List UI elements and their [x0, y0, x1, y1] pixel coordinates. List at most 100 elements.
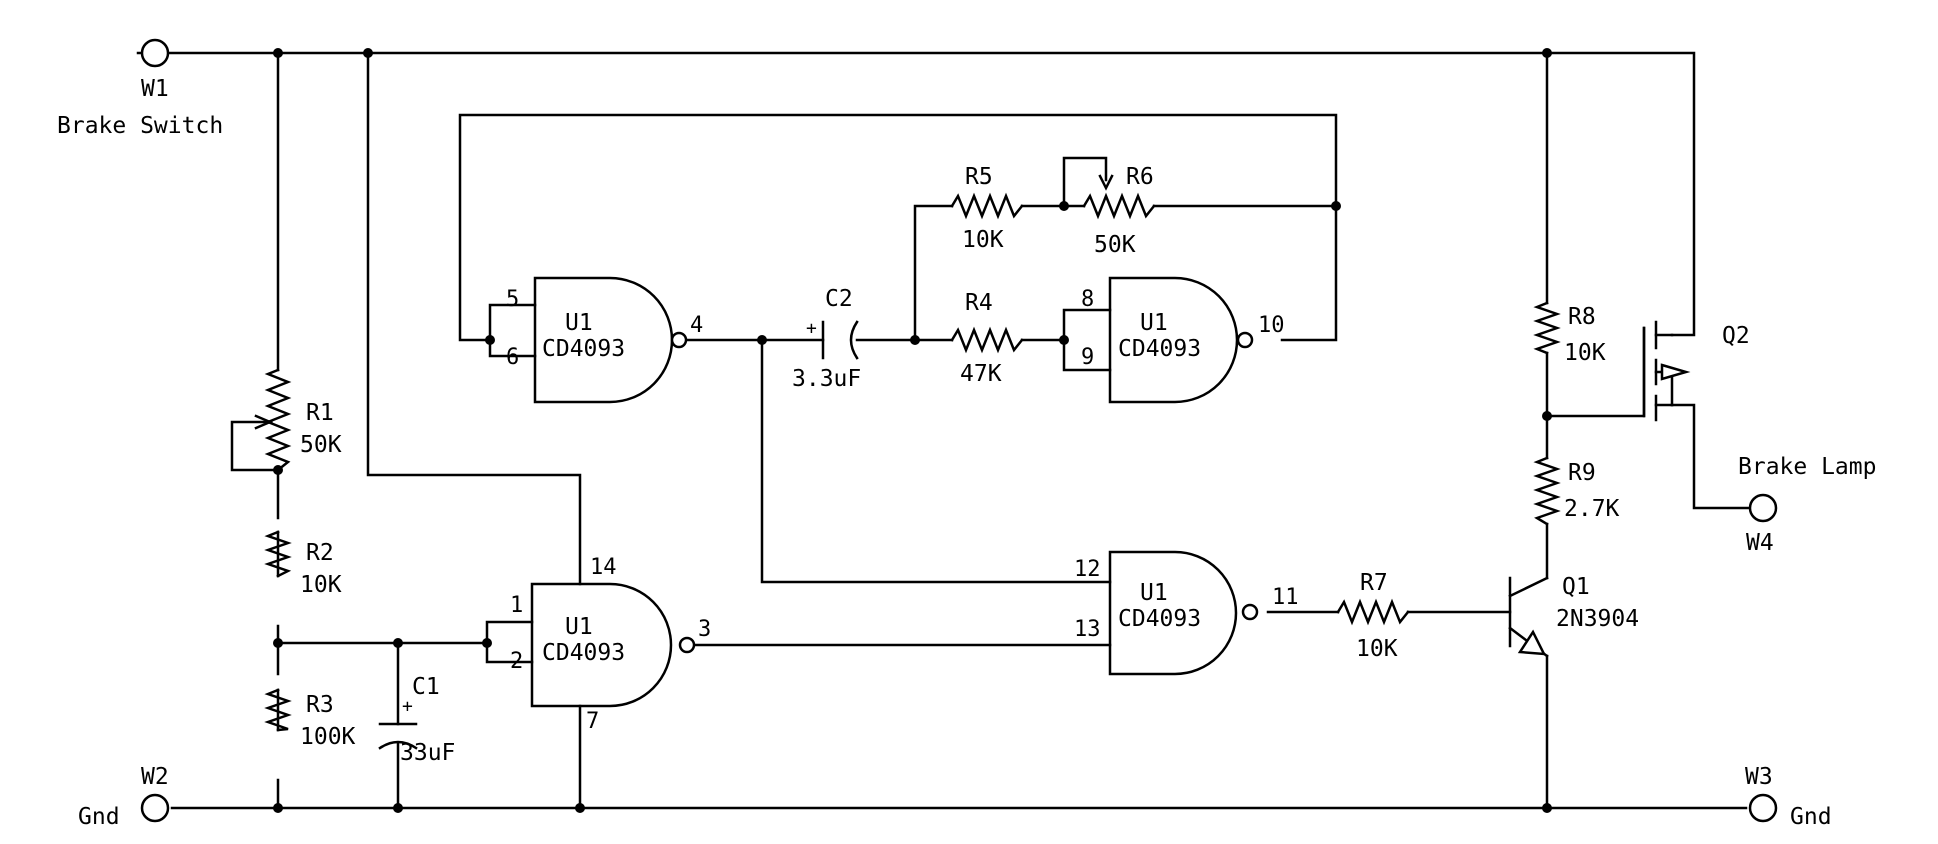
- capacitor-c2-plate-curved: [849, 320, 859, 360]
- resistor-r9-ref: R9: [1568, 460, 1596, 486]
- transistor-q1: Q1 2N3904: [1508, 574, 1639, 658]
- resistor-r9: R9 2.7K: [1533, 456, 1620, 526]
- junction-dot: [757, 335, 767, 345]
- nand-gate-b-pin-in2: 9: [1081, 345, 1094, 370]
- junction-dot: [273, 638, 283, 648]
- wire-gate-a-out: [684, 338, 1112, 584]
- resistor-r4-value: 47K: [960, 361, 1002, 387]
- nand-gate-a-pin-in1: 5: [506, 287, 519, 312]
- resistor-r6-value: 50K: [1094, 232, 1136, 258]
- nand-gate-c-pin-vdd: 14: [590, 555, 617, 580]
- junction-dot: [910, 335, 920, 345]
- resistor-r2-body: [264, 530, 292, 578]
- resistor-r4: R4 47K: [950, 290, 1024, 387]
- transistor-q1-part: 2N3904: [1556, 606, 1639, 632]
- junction-dot: [1542, 411, 1552, 421]
- junction-dot: [575, 803, 585, 813]
- wire-gate-a-inputs: [458, 113, 1338, 358]
- resistor-r7: R7 10K: [1336, 570, 1410, 662]
- resistor-r9-value: 2.7K: [1564, 496, 1620, 522]
- wire-r1-wiper: [230, 420, 280, 472]
- junction-dot: [485, 335, 495, 345]
- transistor-q2: Q2: [1642, 320, 1750, 422]
- resistor-r3-ref: R3: [306, 692, 334, 718]
- resistor-r7-value: 10K: [1356, 636, 1398, 662]
- terminal-w4-ring: [1748, 493, 1778, 523]
- terminal-w3-label: Gnd: [1790, 804, 1832, 830]
- junction-dot: [1542, 803, 1552, 813]
- resistor-r1-body: [264, 368, 292, 472]
- capacitor-c1: + C1 33uF: [378, 674, 455, 766]
- nand-gate-d-ref: U1: [1140, 580, 1168, 606]
- capacitor-c2-ref: C2: [825, 286, 853, 312]
- resistor-r3: R3 100K: [264, 688, 356, 750]
- wire-vdd-feed: [366, 51, 582, 586]
- nand-gate-c-ref: U1: [565, 614, 593, 640]
- resistor-r2-value: 10K: [300, 572, 342, 598]
- transistor-q1-emitter-arrow: [1517, 629, 1547, 656]
- transistor-q2-arrow: [1660, 363, 1691, 381]
- resistor-r3-body: [264, 688, 292, 732]
- capacitor-c2-polarity: +: [806, 318, 817, 339]
- terminal-w2-label: Gnd: [78, 804, 120, 830]
- wire-c2-r4: [855, 204, 954, 342]
- wires: [136, 51, 1750, 810]
- nand-gate-c-pin-out: 3: [698, 617, 711, 642]
- wire-r4-gate-b: [1020, 308, 1112, 372]
- junction-dot: [1059, 335, 1069, 345]
- junction-dot: [393, 638, 403, 648]
- terminal-w1: W1 Brake Switch: [57, 38, 223, 139]
- resistor-r5-body: [950, 192, 1024, 220]
- resistor-r7-body: [1336, 598, 1410, 626]
- wire-r6-wiper: [1062, 156, 1108, 208]
- nand-gate-b-pin-in1: 8: [1081, 287, 1094, 312]
- nand-gate-b-ref: U1: [1140, 310, 1168, 336]
- nand-gate-d: U1 CD4093 12 13 11: [1074, 550, 1299, 676]
- terminal-w2-ref: W2: [141, 764, 169, 790]
- resistor-r8-ref: R8: [1568, 304, 1596, 330]
- junction-dot: [273, 803, 283, 813]
- nand-gate-d-pin-in2: 13: [1074, 617, 1101, 642]
- resistor-r9-body: [1533, 456, 1561, 526]
- nand-gate-d-body: [1108, 550, 1238, 676]
- capacitor-c1-plate-curved: [378, 740, 418, 750]
- terminal-w3-ref: W3: [1745, 764, 1773, 790]
- nand-gate-a-pin-out: 4: [690, 313, 703, 338]
- resistor-r2: R2 10K: [264, 530, 342, 598]
- junction-dot: [273, 48, 283, 58]
- nand-gate-a-ref: U1: [565, 310, 593, 336]
- nand-gate-c-pin-in1: 1: [510, 593, 523, 618]
- resistor-r6-body: [1082, 192, 1156, 220]
- transistor-q1-collector: [1508, 576, 1549, 598]
- nand-gate-d-bubble: [1241, 603, 1259, 621]
- capacitor-c1-ref: C1: [412, 674, 440, 700]
- junction-dot: [1059, 201, 1069, 211]
- nand-gate-a: U1 CD4093 5 6 4: [506, 276, 703, 404]
- resistor-r6: R6 50K: [1082, 164, 1156, 258]
- nand-gate-c-pin-in2: 2: [510, 649, 523, 674]
- capacitor-c1-value: 33uF: [400, 740, 455, 766]
- nand-gate-a-pin-in2: 6: [506, 345, 519, 370]
- terminal-w2-ring: [140, 793, 170, 823]
- junction-dot: [1331, 201, 1341, 211]
- nand-gate-a-bubble: [670, 331, 688, 349]
- nand-gate-b: U1 CD4093 8 9 10: [1081, 276, 1285, 404]
- capacitor-c2: + C2 3.3uF: [792, 286, 861, 392]
- wire-q2-source: [1670, 403, 1750, 510]
- capacitor-c1-polarity: +: [402, 696, 413, 717]
- junctions: [273, 48, 1552, 813]
- nand-gate-b-pin-out: 10: [1258, 313, 1285, 338]
- nand-gate-c-body: [530, 582, 673, 708]
- nand-gate-a-part: CD4093: [542, 336, 625, 362]
- junction-dot: [482, 638, 492, 648]
- wire-top-rail: [136, 51, 1696, 337]
- nand-gate-d-part: CD4093: [1118, 606, 1201, 632]
- terminal-w3: W3 Gnd: [1745, 764, 1832, 830]
- terminal-w2: W2 Gnd: [78, 764, 170, 830]
- terminal-w4-label: Brake Lamp: [1738, 454, 1876, 480]
- resistor-r5: R5 10K: [950, 164, 1024, 253]
- resistor-r8-value: 10K: [1564, 340, 1606, 366]
- resistor-r2-ref: R2: [306, 540, 334, 566]
- junction-dot: [393, 803, 403, 813]
- resistor-r1: R1 50K: [254, 368, 342, 472]
